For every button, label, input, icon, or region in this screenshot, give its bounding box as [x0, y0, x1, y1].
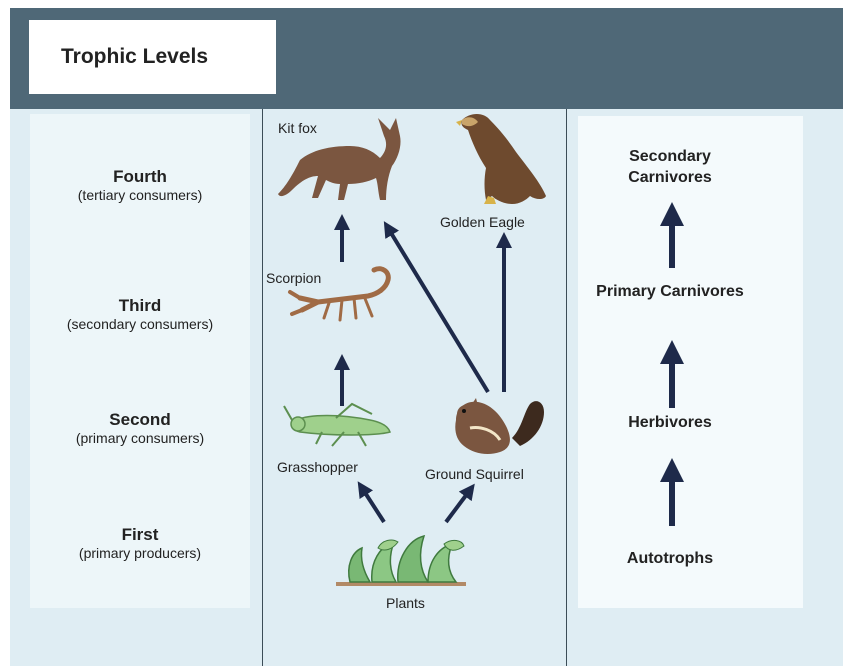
squirrel-icon: [455, 398, 544, 454]
eagle-icon: [456, 114, 546, 204]
arrow-plants-to-grasshopper: [362, 488, 384, 522]
arrow-plants-to-squirrel: [446, 490, 470, 522]
fox-icon: [278, 118, 401, 200]
plants-icon: [336, 536, 466, 586]
grasshopper-icon: [284, 404, 390, 446]
arrow-squirrel-to-fox: [388, 228, 488, 392]
scorpion-icon: [290, 269, 388, 320]
